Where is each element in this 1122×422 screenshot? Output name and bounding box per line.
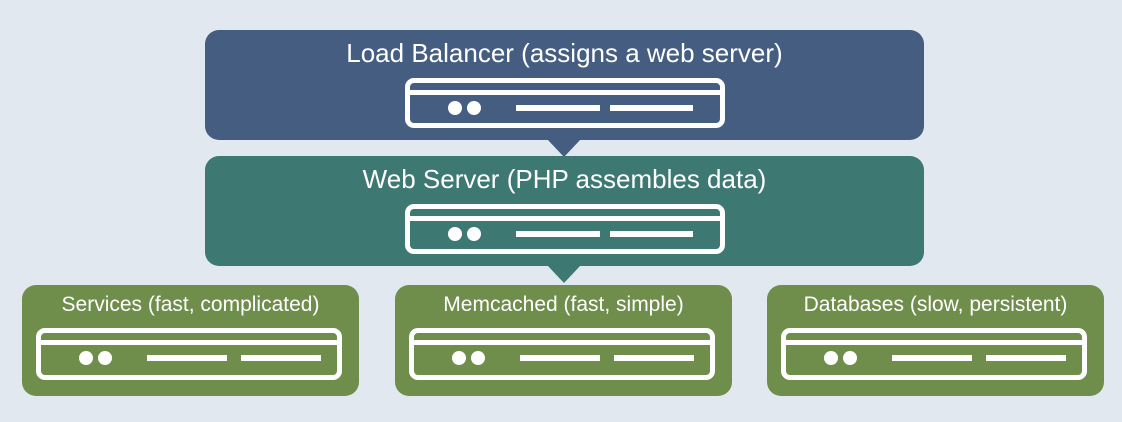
databases-box: Databases (slow, persistent) — [767, 285, 1104, 396]
services-box: Services (fast, complicated) — [22, 285, 359, 396]
load-balancer-title: Load Balancer (assigns a web server) — [346, 38, 783, 68]
connector-arrow — [547, 139, 581, 157]
web-server-title: Web Server (PHP assembles data) — [362, 164, 767, 194]
memcached-title: Memcached (fast, simple) — [443, 293, 684, 316]
memcached-box: Memcached (fast, simple) — [395, 285, 732, 396]
services-title: Services (fast, complicated) — [61, 293, 320, 316]
server-icon — [405, 78, 725, 128]
server-icon — [405, 204, 725, 254]
server-icon — [781, 328, 1087, 380]
server-icon — [36, 328, 342, 380]
server-icon — [409, 328, 715, 380]
connector-arrow — [547, 265, 581, 283]
databases-title: Databases (slow, persistent) — [803, 293, 1068, 316]
web-server-box: Web Server (PHP assembles data) — [205, 156, 924, 266]
load-balancer-box: Load Balancer (assigns a web server) — [205, 30, 924, 140]
